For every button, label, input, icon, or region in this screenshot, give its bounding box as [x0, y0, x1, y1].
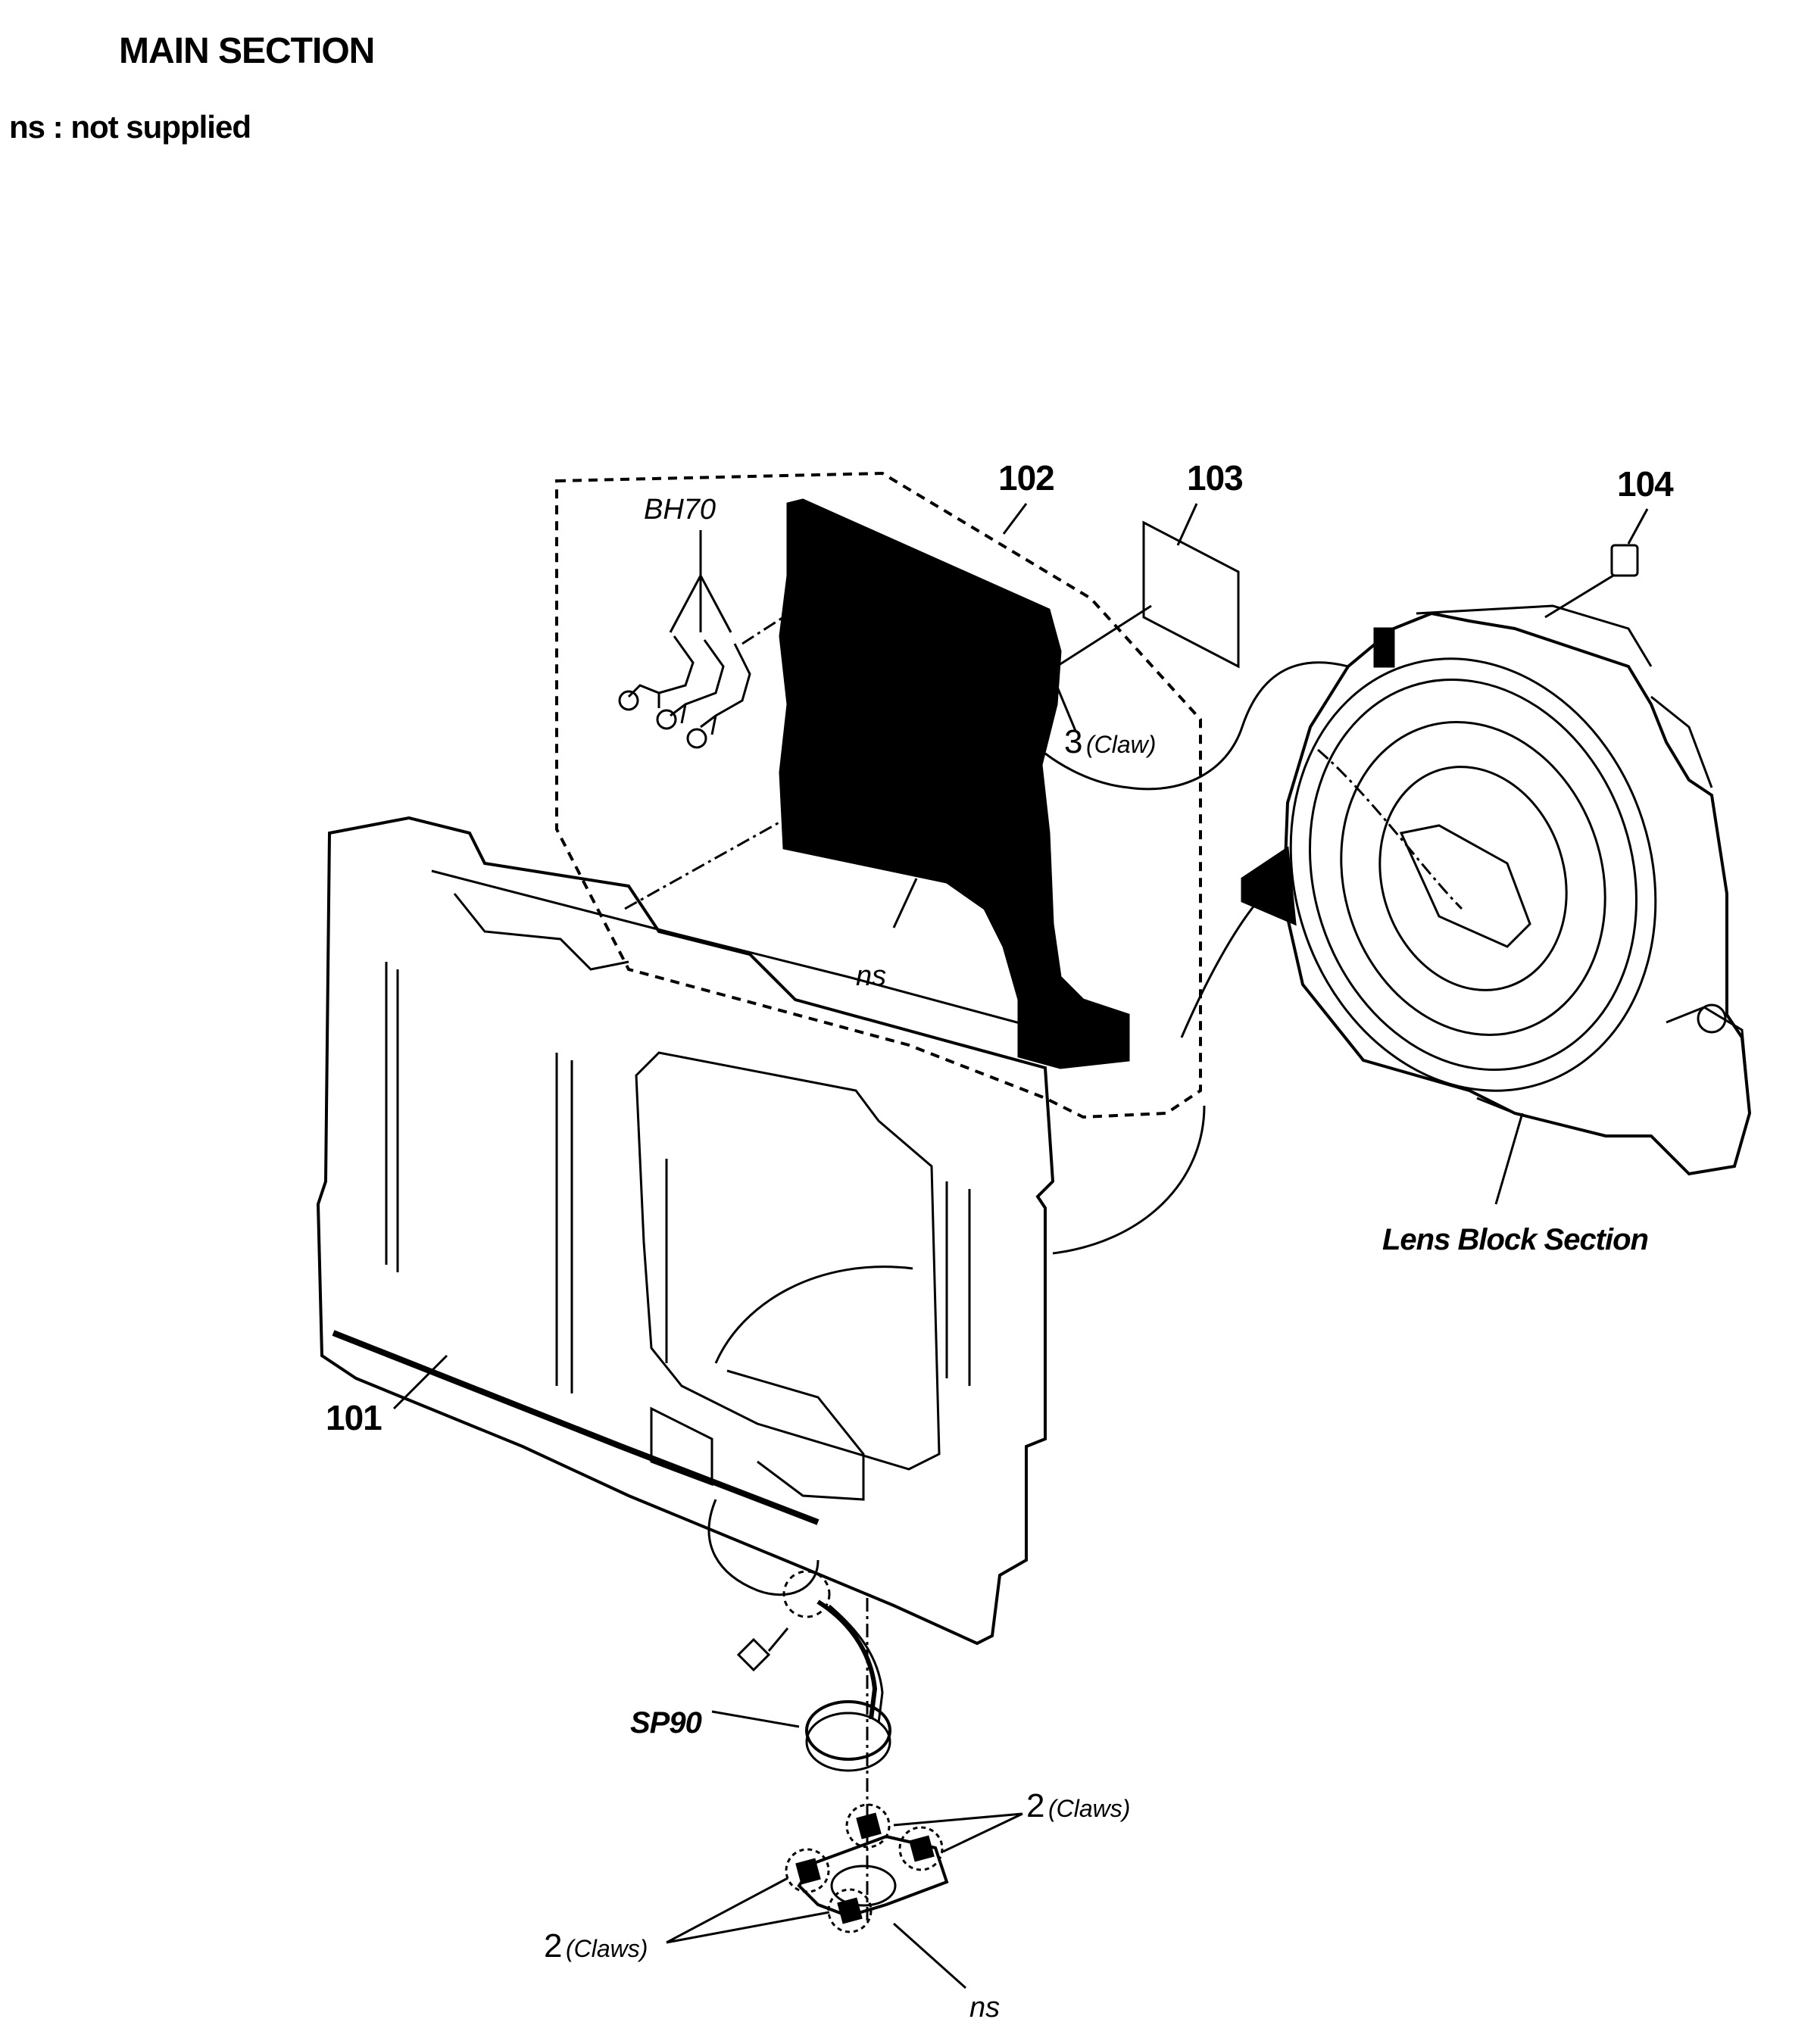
part-103-leader — [1176, 503, 1198, 546]
diamond-marker — [736, 1637, 771, 1672]
frame-detail-3 — [650, 1406, 713, 1487]
claw-pointer — [1055, 685, 1077, 732]
claws-right-word: (Claws) — [1047, 1795, 1131, 1822]
claws-left-word: (Claws) — [565, 1935, 648, 1962]
claw-top-count: 3 — [1064, 723, 1083, 760]
label-lens-block-section: Lens Block Section — [1382, 1223, 1649, 1256]
lens-black-tab — [1241, 846, 1297, 926]
ns-board-leader — [892, 878, 918, 928]
frame-detail-1 — [453, 893, 629, 971]
frame-bottom-edge — [332, 1330, 820, 1525]
claws-right-arrows — [893, 1812, 1023, 1853]
frame-top-rail — [431, 869, 1046, 1031]
part-label-101: 101 — [326, 1398, 382, 1437]
legend-note: ns : not supplied — [9, 109, 251, 145]
cable-callout-circle — [782, 1570, 831, 1618]
lens-to-board-curve — [1044, 661, 1349, 791]
ns-bracket-leader — [892, 1922, 967, 1989]
claw-leader — [1056, 604, 1152, 668]
bh70-connector-2 — [670, 639, 725, 724]
speaker-wire — [816, 1599, 878, 1720]
claws-callout-left: 2 (Claws) — [544, 1927, 648, 1965]
claw-callout-top: 3 (Claw) — [1064, 723, 1156, 761]
speaker-sp90 — [805, 1700, 891, 1761]
part-103-sheet — [1142, 520, 1240, 669]
assembly-dashed-outline — [555, 471, 1202, 1119]
frame-detail-2 — [726, 1369, 865, 1501]
bh70-arrows — [669, 530, 732, 633]
claw-callout-circle — [1010, 650, 1058, 698]
part-104-leader — [1627, 508, 1649, 545]
claws-right-count: 2 — [1026, 1787, 1045, 1824]
claws-left-arrows — [666, 1877, 830, 1944]
claws-left-count: 2 — [544, 1927, 563, 1964]
claws-callout-right: 2 (Claws) — [1026, 1787, 1130, 1825]
part-label-102: 102 — [998, 458, 1055, 498]
cable-loop — [707, 1499, 820, 1596]
claw-top-word: (Claw) — [1085, 731, 1157, 758]
page-title: MAIN SECTION — [119, 31, 375, 71]
frame-to-lens-curve — [1052, 1105, 1206, 1255]
diamond-leader — [767, 1627, 789, 1652]
frame-slot-right — [945, 1181, 971, 1386]
lens-dashline — [1317, 748, 1463, 910]
part-104-to-lens — [1544, 574, 1614, 619]
part-label-104: 104 — [1617, 464, 1674, 504]
label-sp90: SP90 — [630, 1706, 702, 1740]
part-104-square — [1610, 544, 1639, 577]
frame-connector-curve — [714, 1265, 913, 1364]
lens-block — [1241, 604, 1752, 1176]
bh70-connector-3 — [700, 643, 751, 735]
label-ns-bracket: ns — [969, 1992, 1001, 2024]
sp90-leader — [711, 1710, 800, 1728]
frame-window — [635, 1051, 941, 1471]
part-102-leader — [1002, 503, 1028, 535]
bh70-connector-1 — [627, 635, 695, 708]
board-dashline — [624, 782, 849, 910]
lens-black-tab-top — [1373, 627, 1395, 668]
main-board — [779, 498, 1130, 1069]
label-bh70: BH70 — [644, 494, 716, 526]
frame-101-outline — [316, 816, 1055, 1646]
bh70-dashline — [741, 566, 860, 645]
frame-slot-mid — [555, 1053, 573, 1393]
part-label-103: 103 — [1187, 458, 1244, 498]
label-ns-board: ns — [856, 960, 887, 992]
lens-block-leader — [1494, 1112, 1524, 1205]
part-101-leader — [392, 1354, 448, 1410]
speaker-wire-2 — [829, 1604, 884, 1724]
